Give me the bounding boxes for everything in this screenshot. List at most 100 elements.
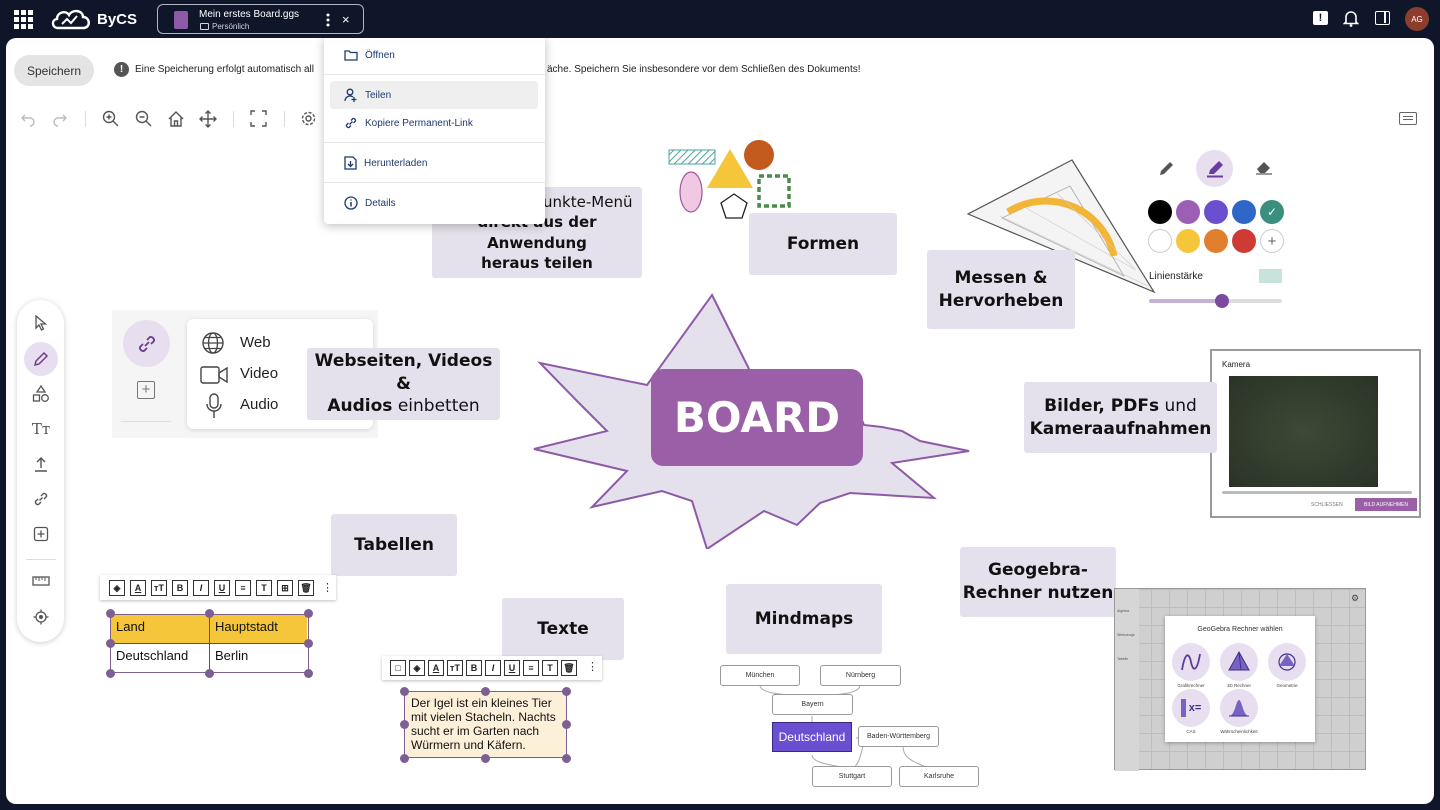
mindmap-node-karlsruhe[interactable]: Karlsruhe (899, 766, 979, 787)
resize-handle[interactable] (481, 687, 490, 696)
redo-icon[interactable] (52, 111, 68, 132)
color-swatch-red[interactable] (1232, 229, 1256, 253)
table-cell[interactable]: Deutschland (111, 644, 210, 672)
resize-handle[interactable] (400, 687, 409, 696)
bold-button[interactable]: B (172, 580, 188, 596)
resize-handle[interactable] (205, 669, 214, 678)
option-graphing[interactable]: Grafikrechner (1177, 683, 1205, 688)
sidebar-toggle-icon[interactable] (1375, 11, 1390, 25)
geogebra-settings-icon[interactable]: ⚙ (1351, 593, 1360, 603)
ellipse-shape[interactable] (679, 171, 703, 213)
text-color-button[interactable]: A (130, 580, 146, 596)
more-vertical-icon[interactable] (325, 12, 331, 28)
highlighter-button[interactable] (1196, 150, 1233, 187)
more-vertical-icon[interactable]: ⋮ (587, 661, 598, 673)
mindmap-node-center[interactable]: Deutschland (772, 722, 852, 752)
circle-shape[interactable] (744, 140, 774, 170)
embed-link-button[interactable] (123, 320, 170, 367)
data-table[interactable]: Land Hauptstadt Deutschland Berlin (110, 614, 309, 673)
graphing-calculator-icon[interactable] (1172, 643, 1210, 681)
color-swatch-teal-selected[interactable]: ✓ (1260, 200, 1284, 224)
undo-icon[interactable] (20, 111, 36, 132)
color-swatch-purple[interactable] (1176, 200, 1200, 224)
3d-calculator-icon[interactable] (1220, 643, 1258, 681)
resize-handle[interactable] (304, 609, 313, 618)
menu-item-share[interactable]: Teilen (330, 81, 538, 109)
delete-trash-icon[interactable]: 🗑 (298, 580, 314, 596)
more-vertical-icon[interactable]: ⋮ (322, 582, 333, 594)
resize-handle[interactable] (481, 754, 490, 763)
embed-web-option[interactable]: Web (240, 334, 271, 351)
resize-handle[interactable] (304, 669, 313, 678)
resize-handle[interactable] (400, 754, 409, 763)
line-width-slider[interactable] (1149, 294, 1282, 308)
align-button[interactable]: ≡ (235, 580, 251, 596)
font-size-button[interactable]: тТ (447, 660, 463, 676)
text-format-button[interactable]: T (542, 660, 558, 676)
text-format-button[interactable]: T (256, 580, 272, 596)
shapes-tool-icon[interactable] (29, 382, 53, 406)
table-grid-button[interactable]: ⊞ (277, 580, 293, 596)
feedback-icon[interactable]: ! (1313, 11, 1328, 25)
triangle-shape[interactable] (707, 149, 753, 188)
align-button[interactable]: ≡ (523, 660, 539, 676)
target-tool-icon[interactable] (29, 605, 53, 629)
delete-trash-icon[interactable]: 🗑 (561, 660, 577, 676)
upload-tool-icon[interactable] (29, 452, 53, 476)
resize-handle[interactable] (400, 720, 409, 729)
color-swatch-violet[interactable] (1204, 200, 1228, 224)
geogebra-side-label[interactable]: Werkzeuge (1117, 633, 1135, 637)
probability-icon[interactable] (1220, 689, 1258, 727)
pointer-tool-icon[interactable] (29, 311, 53, 335)
bell-icon[interactable] (1342, 10, 1360, 32)
home-icon[interactable] (167, 110, 185, 133)
underline-button[interactable]: U (504, 660, 520, 676)
link-tool-icon[interactable] (29, 487, 53, 511)
save-button[interactable]: Speichern (14, 55, 94, 86)
fullscreen-icon[interactable] (250, 110, 267, 132)
table-cell-header-1[interactable]: Land (111, 615, 210, 644)
bold-button[interactable]: B (466, 660, 482, 676)
color-swatch-white[interactable] (1148, 229, 1172, 253)
settings-gear-icon[interactable] (300, 110, 317, 132)
hatched-rectangle-shape[interactable] (668, 149, 716, 165)
move-icon[interactable] (199, 110, 217, 133)
text-note[interactable]: Der Igel ist ein kleines Tier mit vielen… (404, 691, 567, 758)
resize-handle[interactable] (106, 669, 115, 678)
option-probability[interactable]: Wahrscheinlichkeit (1220, 729, 1258, 734)
color-swatch-blue[interactable] (1232, 200, 1256, 224)
camera-capture-button[interactable]: BILD AUFNEHMEN (1355, 498, 1417, 511)
resize-handle[interactable] (106, 639, 115, 648)
menu-item-open[interactable]: Öffnen (330, 41, 538, 69)
italic-button[interactable]: I (193, 580, 209, 596)
embed-add-button[interactable]: + (137, 381, 155, 399)
mindmap-node-nuernberg[interactable]: Nürnberg (820, 665, 901, 686)
ruler-tool-icon[interactable] (29, 569, 53, 593)
resize-handle[interactable] (304, 639, 313, 648)
avatar[interactable]: AG (1405, 7, 1429, 31)
table-cell[interactable]: Berlin (215, 648, 249, 663)
option-3d[interactable]: 3D Rechner (1226, 683, 1251, 688)
fill-color-button[interactable]: ◈ (409, 660, 425, 676)
mindmap-node-bayern[interactable]: Bayern (772, 694, 853, 715)
camera-scrollbar[interactable] (1222, 491, 1412, 494)
text-color-button[interactable]: A (428, 660, 444, 676)
file-tab[interactable]: Mein erstes Board.ggs Persönlich × (157, 4, 364, 34)
dashed-square-shape[interactable] (757, 174, 791, 208)
fill-color-button[interactable]: ◈ (109, 580, 125, 596)
table-cell-header-2[interactable]: Hauptstadt (210, 615, 307, 644)
color-swatch-orange[interactable] (1204, 229, 1228, 253)
line-width-slider-thumb[interactable] (1215, 294, 1230, 308)
font-size-button[interactable]: тТ (151, 580, 167, 596)
text-tool-icon[interactable]: Tт (31, 420, 51, 438)
close-tab-icon[interactable]: × (342, 12, 350, 27)
apps-grid-icon[interactable] (14, 10, 33, 29)
resize-handle[interactable] (562, 754, 571, 763)
keyboard-icon[interactable] (1399, 112, 1417, 125)
resize-handle[interactable] (562, 687, 571, 696)
add-box-tool-icon[interactable] (29, 522, 53, 546)
eraser-icon[interactable] (1255, 159, 1273, 180)
pen-tool-icon[interactable] (24, 342, 58, 376)
cas-icon[interactable]: x= (1172, 689, 1210, 727)
underline-button[interactable]: U (214, 580, 230, 596)
